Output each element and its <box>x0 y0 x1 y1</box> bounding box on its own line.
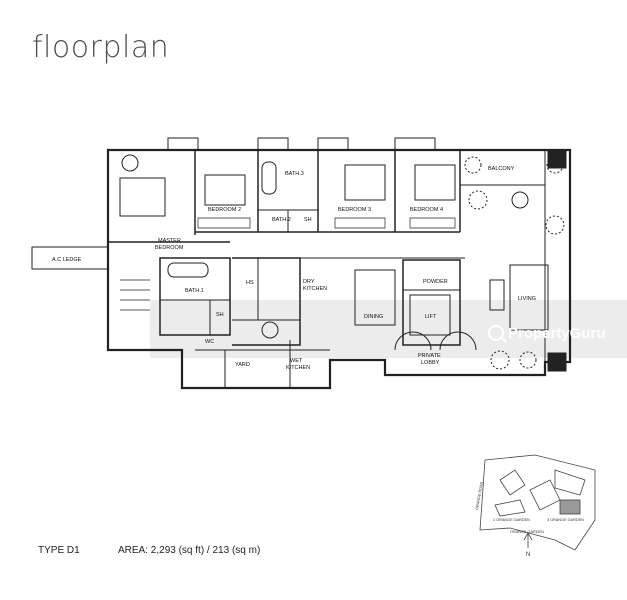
balcony-chair <box>511 191 529 209</box>
dining-table <box>354 269 396 326</box>
bed-4 <box>414 164 456 201</box>
site-garden-road-label: ORANGE GARDEN <box>510 530 544 534</box>
private-lobby-label-1: PRIVATE <box>418 353 441 359</box>
site-key-plan <box>479 454 596 551</box>
master-bedroom-label-2: BEDROOM <box>155 245 184 251</box>
bathtub-1 <box>167 262 209 278</box>
bed-2 <box>204 174 246 206</box>
private-lobby-label-2: LOBBY <box>421 360 440 366</box>
bedroom2-label: BEDROOM 2 <box>208 207 241 213</box>
bay-window-1 <box>167 137 199 151</box>
master-bed <box>119 177 166 217</box>
wc-label: WC <box>205 339 214 345</box>
washer <box>261 321 279 339</box>
master-bedroom-label-1: MASTER <box>158 238 181 244</box>
living-table <box>489 279 505 311</box>
wet-kitchen-label-2: KITCHEN <box>286 365 310 371</box>
outer-wall <box>106 148 572 390</box>
bath1-label: BATH.1 <box>185 288 204 294</box>
bay-window-2 <box>257 137 289 151</box>
north-label: N <box>526 552 530 558</box>
bathtub-3 <box>261 161 277 195</box>
hs-label: HS <box>246 280 254 286</box>
site-garden1-label: 1 ORANGE GARDEN <box>493 518 530 522</box>
page-title: floorplan <box>32 30 170 65</box>
chair <box>121 154 139 172</box>
powder-label: POWDER <box>423 279 448 285</box>
sh-label: SH <box>216 312 224 318</box>
bay-window-4 <box>394 137 436 151</box>
site-garden3-label: 3 ORANGE GARDEN <box>547 518 584 522</box>
dry-kitchen-label-2: KITCHEN <box>303 286 327 292</box>
watermark-text: PropertyGuru <box>508 324 606 342</box>
living-label: LIVING <box>518 296 536 302</box>
lift-label: LIFT <box>425 314 437 320</box>
yard-label: YARD <box>235 362 250 368</box>
dining-label: DINING <box>364 314 383 320</box>
unit-area: AREA: 2,293 (sq ft) / 213 (sq m) <box>118 545 261 556</box>
ac-ledge-label: A.C LEDGE <box>52 257 82 263</box>
lift-box <box>409 294 451 336</box>
bath3-label: BATH.3 <box>285 171 304 177</box>
ac-ledge-box <box>31 246 109 270</box>
living-sofa <box>509 264 549 331</box>
bath2-label: BATH.2 <box>272 217 291 223</box>
lobby-door <box>394 331 432 351</box>
bed-3 <box>344 164 386 201</box>
bedroom4-label: BEDROOM 4 <box>410 207 443 213</box>
bay-window-3 <box>317 137 349 151</box>
magnifier-icon <box>488 325 504 341</box>
dry-kitchen-label-1: DRY <box>303 279 315 285</box>
wet-kitchen-label-1: WET <box>290 358 303 364</box>
balcony-label: BALCONY <box>488 166 515 172</box>
sh2-label: SH <box>304 217 312 223</box>
unit-type: TYPE D1 <box>38 545 80 556</box>
site-road-label: ORANGE ROAD <box>475 481 484 510</box>
bedroom3-label: BEDROOM 3 <box>338 207 371 213</box>
propertyguru-watermark: PropertyGuru <box>488 320 606 346</box>
